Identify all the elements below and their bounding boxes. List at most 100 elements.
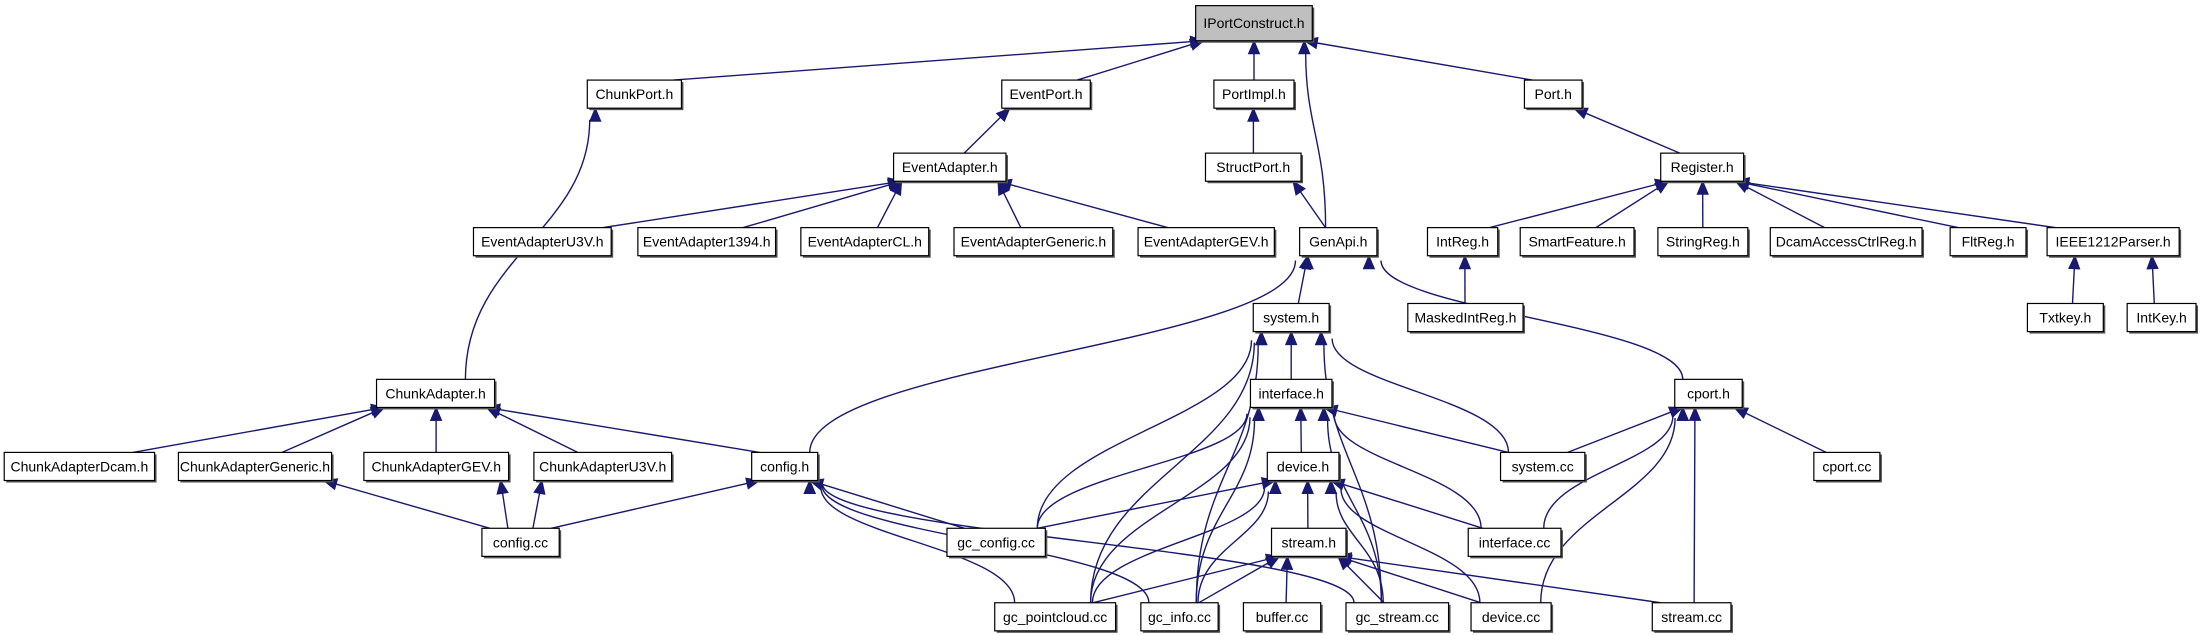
node-label[interactable]: IPortConstruct.h bbox=[1203, 15, 1304, 31]
node-gc-info-cc[interactable]: gc_info.cc bbox=[1140, 602, 1221, 633]
node-box[interactable] bbox=[1001, 79, 1091, 109]
node-box[interactable] bbox=[1467, 527, 1562, 557]
node-box[interactable] bbox=[1426, 227, 1499, 257]
node-label[interactable]: Register.h bbox=[1671, 159, 1734, 175]
node-system-h[interactable]: system.h bbox=[1252, 302, 1332, 334]
node-box[interactable] bbox=[1213, 79, 1295, 109]
node-label[interactable]: StringReg.h bbox=[1666, 234, 1740, 250]
node-ieee1212parser-h[interactable]: IEEE1212Parser.h bbox=[2046, 227, 2182, 258]
node-label[interactable]: gc_pointcloud.cc bbox=[1003, 609, 1107, 625]
node-label[interactable]: system.cc bbox=[1512, 458, 1574, 474]
node-dcamaccessctrlreg-h[interactable]: DcamAccessCtrlReg.h bbox=[1769, 227, 1925, 258]
node-box[interactable] bbox=[1674, 378, 1743, 409]
node-box[interactable] bbox=[363, 451, 510, 482]
node-interface-cc[interactable]: interface.cc bbox=[1467, 527, 1563, 559]
node-label[interactable]: cport.h bbox=[1687, 385, 1730, 401]
node-eventadapter-h[interactable]: EventAdapter.h bbox=[892, 152, 1008, 184]
node-box[interactable] bbox=[1249, 378, 1333, 409]
node-box[interactable] bbox=[751, 451, 819, 482]
node-box[interactable] bbox=[637, 227, 777, 257]
node-box[interactable] bbox=[1657, 227, 1749, 257]
node-label[interactable]: device.cc bbox=[1482, 609, 1540, 625]
node-label[interactable]: config.cc bbox=[493, 534, 548, 550]
node-label[interactable]: ChunkAdapterDcam.h bbox=[11, 458, 149, 474]
node-label[interactable]: GenApi.h bbox=[1309, 234, 1367, 250]
node-config-cc[interactable]: config.cc bbox=[481, 527, 562, 559]
node-intkey-h[interactable]: IntKey.h bbox=[2126, 302, 2199, 334]
node-gc-pointcloud-cc[interactable]: gc_pointcloud.cc bbox=[994, 602, 1118, 633]
node-box[interactable] bbox=[1140, 602, 1219, 632]
node-label[interactable]: StructPort.h bbox=[1216, 159, 1290, 175]
node-label[interactable]: EventAdapterGeneric.h bbox=[961, 234, 1107, 250]
node-label[interactable]: EventAdapterGEV.h bbox=[1144, 234, 1269, 250]
node-chunkadaptergeneric-h[interactable]: ChunkAdapterGeneric.h bbox=[177, 451, 334, 483]
node-box[interactable] bbox=[1266, 451, 1340, 482]
node-box[interactable] bbox=[1242, 602, 1322, 632]
node-box[interactable] bbox=[1769, 227, 1923, 257]
node-eventadaptergev-h[interactable]: EventAdapterGEV.h bbox=[1137, 227, 1277, 258]
node-label[interactable]: device.h bbox=[1277, 458, 1329, 474]
node-gc-stream-cc[interactable]: gc_stream.cc bbox=[1345, 602, 1451, 633]
node-stream-cc[interactable]: stream.cc bbox=[1651, 602, 1733, 633]
node-box[interactable] bbox=[3, 451, 156, 482]
node-label[interactable]: config.h bbox=[760, 458, 809, 474]
node-eventadaptercl-h[interactable]: EventAdapterCL.h bbox=[800, 227, 931, 258]
node-box[interactable] bbox=[1195, 5, 1313, 42]
node-label[interactable]: ChunkAdapterU3V.h bbox=[539, 458, 666, 474]
node-box[interactable] bbox=[1523, 79, 1583, 109]
node-iportconstruct-h[interactable]: IPortConstruct.h bbox=[1195, 5, 1315, 43]
node-eventadaptergeneric-h[interactable]: EventAdapterGeneric.h bbox=[953, 227, 1115, 258]
node-label[interactable]: IntReg.h bbox=[1436, 234, 1489, 250]
node-config-h[interactable]: config.h bbox=[751, 451, 820, 483]
node-label[interactable]: stream.cc bbox=[1661, 609, 1722, 625]
node-box[interactable] bbox=[1651, 602, 1732, 632]
node-txtkey-h[interactable]: Txtkey.h bbox=[2026, 302, 2106, 334]
node-box[interactable] bbox=[892, 152, 1007, 182]
node-box[interactable] bbox=[1137, 227, 1275, 257]
node-intreg-h[interactable]: IntReg.h bbox=[1426, 227, 1500, 258]
node-device-h[interactable]: device.h bbox=[1266, 451, 1341, 483]
node-eventadapteru3v-h[interactable]: EventAdapterU3V.h bbox=[472, 227, 614, 258]
node-label[interactable]: EventAdapter1394.h bbox=[643, 234, 771, 250]
node-box[interactable] bbox=[1949, 227, 2027, 257]
node-label[interactable]: gc_config.cc bbox=[957, 534, 1035, 550]
node-cport-cc[interactable]: cport.cc bbox=[1813, 451, 1882, 483]
node-label[interactable]: ChunkAdapterGEV.h bbox=[372, 458, 501, 474]
node-box[interactable] bbox=[1252, 302, 1330, 333]
node-box[interactable] bbox=[1660, 152, 1745, 182]
node-box[interactable] bbox=[953, 227, 1114, 257]
node-label[interactable]: EventAdapterCL.h bbox=[808, 234, 922, 250]
node-label[interactable]: Port.h bbox=[1535, 86, 1572, 102]
node-box[interactable] bbox=[1345, 602, 1450, 632]
node-box[interactable] bbox=[2126, 302, 2197, 333]
node-label[interactable]: MaskedIntReg.h bbox=[1414, 310, 1516, 326]
node-box[interactable] bbox=[946, 527, 1046, 557]
node-stringreg-h[interactable]: StringReg.h bbox=[1657, 227, 1750, 258]
node-structport-h[interactable]: StructPort.h bbox=[1204, 152, 1304, 184]
node-chunkport-h[interactable]: ChunkPort.h bbox=[586, 79, 684, 111]
node-fltreg-h[interactable]: FltReg.h bbox=[1949, 227, 2029, 258]
node-label[interactable]: IEEE1212Parser.h bbox=[2056, 234, 2171, 250]
node-box[interactable] bbox=[481, 527, 560, 557]
node-box[interactable] bbox=[375, 378, 496, 409]
node-chunkadapter-h[interactable]: ChunkAdapter.h bbox=[375, 378, 497, 410]
node-label[interactable]: DcamAccessCtrlReg.h bbox=[1776, 234, 1917, 250]
node-box[interactable] bbox=[1299, 227, 1378, 257]
node-portimpl-h[interactable]: PortImpl.h bbox=[1213, 79, 1297, 111]
node-device-cc[interactable]: device.cc bbox=[1470, 602, 1554, 633]
node-box[interactable] bbox=[1519, 227, 1635, 257]
node-label[interactable]: PortImpl.h bbox=[1222, 86, 1286, 102]
node-label[interactable]: EventAdapterU3V.h bbox=[481, 234, 603, 250]
node-label[interactable]: ChunkPort.h bbox=[595, 86, 673, 102]
node-label[interactable]: Txtkey.h bbox=[2039, 310, 2091, 326]
node-register-h[interactable]: Register.h bbox=[1660, 152, 1746, 184]
node-chunkadapterdcam-h[interactable]: ChunkAdapterDcam.h bbox=[3, 451, 157, 483]
node-box[interactable] bbox=[2046, 227, 2180, 257]
node-label[interactable]: cport.cc bbox=[1822, 458, 1871, 474]
node-box[interactable] bbox=[1813, 451, 1881, 482]
node-chunkadaptergev-h[interactable]: ChunkAdapterGEV.h bbox=[363, 451, 511, 483]
node-label[interactable]: EventAdapter.h bbox=[902, 159, 998, 175]
node-maskedintreg-h[interactable]: MaskedIntReg.h bbox=[1407, 302, 1526, 334]
node-box[interactable] bbox=[1270, 527, 1347, 557]
node-label[interactable]: FltReg.h bbox=[1962, 234, 2015, 250]
